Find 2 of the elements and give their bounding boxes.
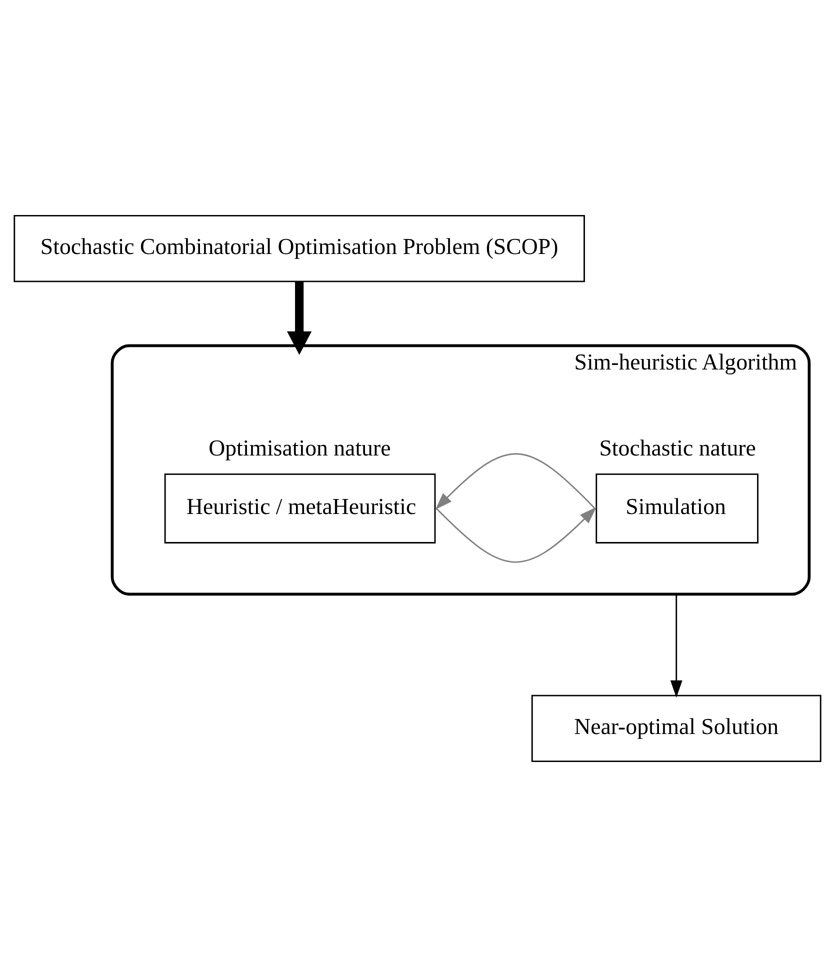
node-label: Optimisation nature: [208, 435, 391, 460]
node-label: Stochastic nature: [599, 435, 756, 460]
